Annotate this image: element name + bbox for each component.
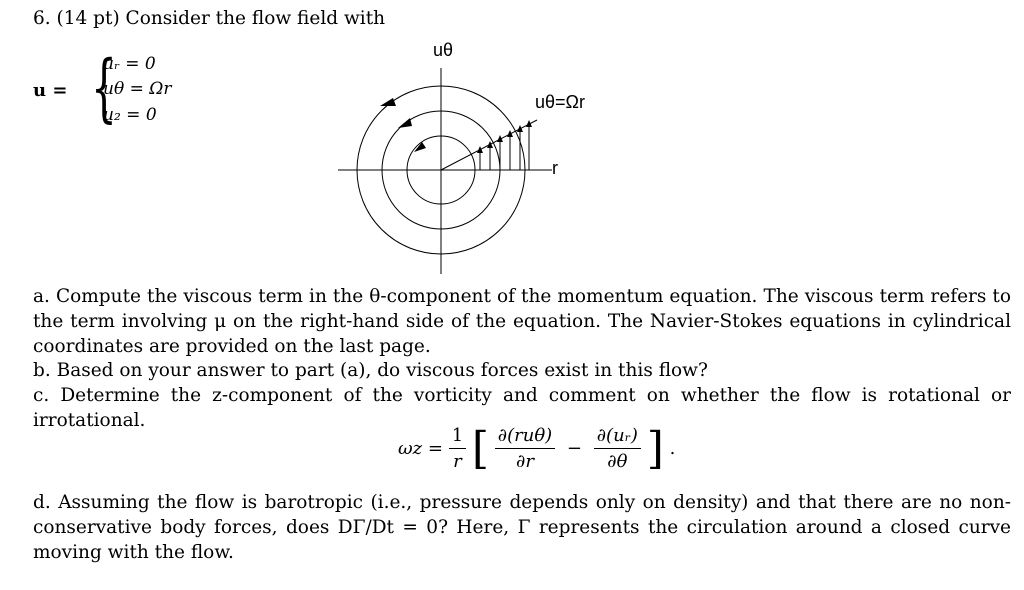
streamline-outer (356, 85, 526, 255)
velocity-component-z: u₂ = 0 (103, 105, 157, 125)
part-b: b. Based on your answer to part (a), do … (33, 358, 1011, 383)
term1-denominator: ∂r (494, 448, 556, 472)
term1-fraction: ∂(ruθ) ∂r (494, 425, 556, 472)
vorticity-equation: ωz = 1 r [ ∂(ruθ) ∂r − ∂(uᵣ) ∂θ ] . (398, 425, 675, 472)
flow-diagram-svg (338, 68, 552, 274)
coefficient-fraction: 1 r (448, 425, 467, 472)
minus-sign: − (566, 438, 583, 459)
part-d-text: d. Assuming the flow is barotropic (i.e.… (33, 492, 1011, 563)
velocity-component-theta: uθ = Ωr (103, 79, 172, 99)
left-brace: { (91, 45, 117, 131)
right-bracket: ] (646, 422, 664, 474)
part-b-text: b. Based on your answer to part (a), do … (33, 360, 708, 381)
velocity-profile-label: uθ=Ωr (535, 92, 585, 112)
term1-numerator: ∂(ruθ) (497, 425, 553, 446)
velocity-vector-label: u = (33, 80, 68, 101)
left-bracket: [ (471, 422, 490, 474)
flow-arrow-middle (398, 118, 412, 128)
velocity-profile-arrows (479, 125, 530, 170)
term2-denominator: ∂θ (593, 448, 641, 472)
u-theta-axis-label: uθ (433, 40, 454, 60)
part-a-text: a. Compute the viscous term in the θ-com… (33, 286, 1011, 357)
part-d: d. Assuming the flow is barotropic (i.e.… (33, 490, 1011, 565)
flow-diagram: uθ uθ=Ωr r (330, 40, 630, 280)
velocity-field-definition: u = { uᵣ = 0 uθ = Ωr u₂ = 0 (33, 48, 213, 132)
velocity-profile-arrowheads (477, 120, 532, 153)
velocity-component-r: uᵣ = 0 (103, 54, 156, 74)
flow-arrow-outer (380, 98, 396, 106)
term2-numerator: ∂(uᵣ) (596, 425, 638, 446)
term2-fraction: ∂(uᵣ) ∂θ (593, 425, 641, 472)
part-a: a. Compute the viscous term in the θ-com… (33, 284, 1011, 359)
problem-title: 6. (14 pt) Consider the flow field with (33, 8, 386, 29)
streamline-inner (406, 135, 476, 205)
r-axis-label: r (552, 158, 558, 178)
equation-period: . (669, 438, 676, 459)
flow-arrow-inner (414, 142, 426, 152)
coefficient-numerator: 1 (451, 425, 464, 446)
coefficient-denominator: r (448, 448, 467, 472)
part-c-text: c. Determine the z-component of the vort… (33, 385, 1011, 431)
part-c: c. Determine the z-component of the vort… (33, 383, 1011, 433)
equation-lhs: ωz = (398, 438, 443, 459)
